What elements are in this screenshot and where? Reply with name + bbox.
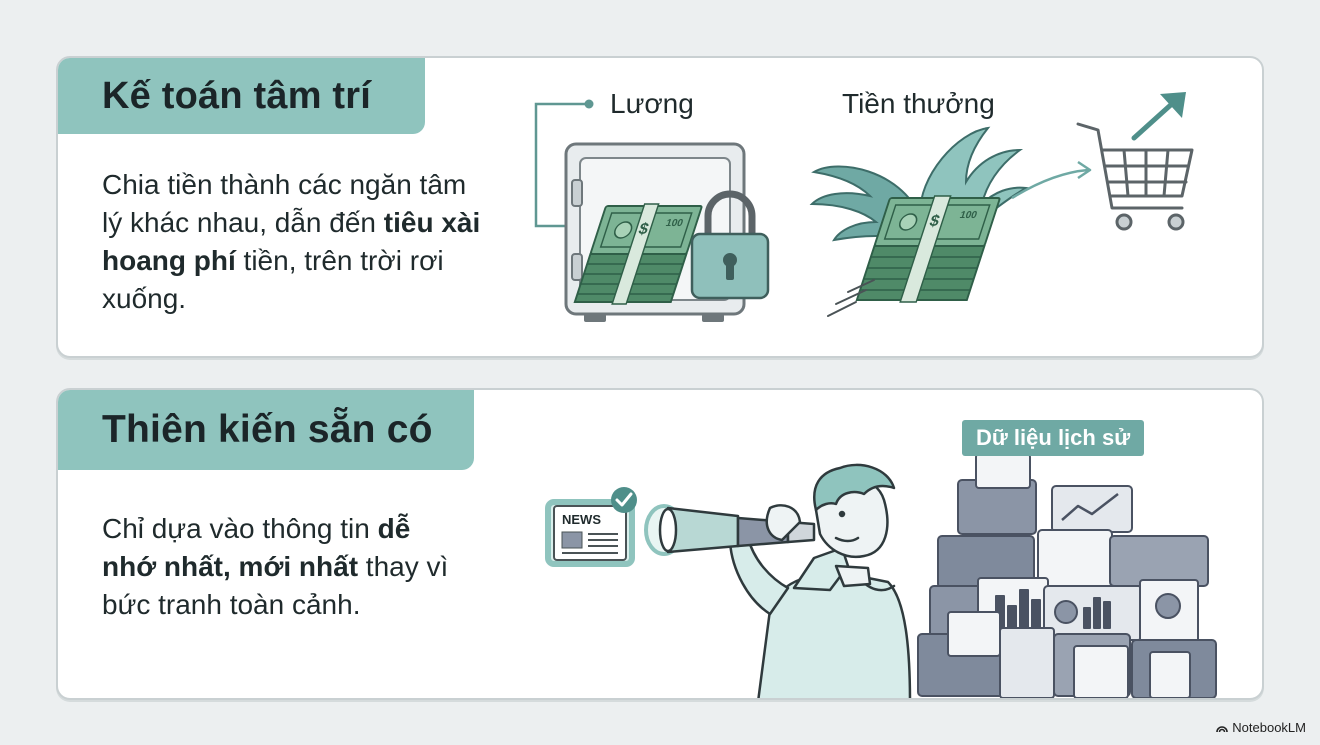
bonus-to-cart-arrow — [1011, 160, 1092, 200]
speed-lines — [827, 279, 875, 317]
mental-accounting-title: Kế toán tâm trí — [58, 58, 425, 134]
availability-bias-description: Chỉ dựa vào thông tin dễ nhớ nhất, mới n… — [102, 510, 462, 624]
desc-part-1: Chia tiền thành các ngăn tâm lý khác nha… — [102, 169, 467, 238]
bonus-label: Tiền thưởng — [842, 88, 995, 119]
shopping-cart-icon — [1076, 122, 1194, 231]
salary-label: Lương — [610, 88, 694, 119]
brand-name: NotebookLM — [1232, 720, 1306, 735]
footer-brand: NotebookLM — [1216, 720, 1306, 735]
padlock-icon — [690, 190, 770, 300]
mental-accounting-card: Kế toán tâm trí Chia tiền thành các ngăn… — [56, 56, 1264, 358]
check-icon — [615, 492, 633, 507]
newspaper-icon: NEWS — [545, 487, 637, 567]
desc-part-3: tiền, trên trời rơi xuống. — [102, 245, 444, 314]
mental-accounting-illustration: $ 100 — [534, 92, 1194, 322]
bonus-bill-value: 100 — [958, 210, 978, 221]
telescope-icon — [644, 504, 816, 556]
desc-emphasis: dễ nhớ nhất, mới nhất — [102, 513, 411, 582]
bonus-money-stack-icon: $ 100 — [855, 195, 1001, 303]
historical-data-pile — [917, 453, 1217, 698]
availability-bias-illustration: NEWS — [545, 453, 1217, 698]
notebooklm-logo-icon — [1216, 725, 1229, 732]
availability-bias-card: Thiên kiến sẵn có Chỉ dựa vào thông tin … — [56, 388, 1264, 700]
historical-data-badge: Dữ liệu lịch sử — [962, 420, 1145, 456]
desc-part-3: thay vì bức tranh toàn cảnh. — [102, 551, 449, 620]
salary-money-stack-icon: $ 100 — [573, 203, 703, 305]
salary-connector — [534, 99, 594, 228]
news-label: NEWS — [562, 512, 601, 527]
availability-bias-title: Thiên kiến sẵn có — [58, 390, 474, 470]
desc-emphasis: tiêu xài hoang phí — [102, 207, 481, 276]
growth-arrow-icon — [1131, 92, 1186, 141]
person-with-telescope-illustration — [728, 463, 912, 698]
desc-part-1: Chỉ dựa vào thông tin — [102, 513, 378, 544]
mental-accounting-description: Chia tiền thành các ngăn tâm lý khác nha… — [102, 166, 482, 318]
salary-bill-value: 100 — [664, 218, 684, 229]
